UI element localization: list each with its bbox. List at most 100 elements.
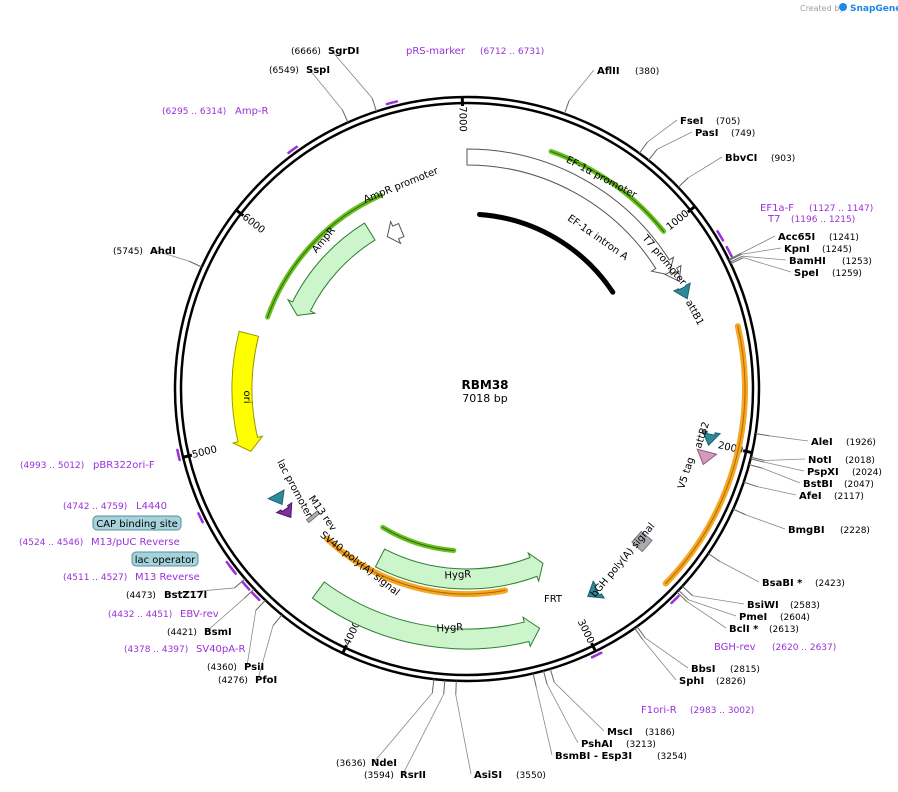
ef1a-promoter-arrow	[466, 148, 675, 276]
enzyme-name[interactable]: AleI	[811, 437, 833, 448]
enzyme-name[interactable]: BstBI	[803, 479, 833, 490]
lac-operator-box: lac operator	[131, 551, 199, 567]
primer-name[interactable]: EBV-rev	[180, 609, 219, 620]
enzyme-pos: (3594)	[364, 771, 394, 781]
primer-name[interactable]: EF1a-F	[760, 203, 794, 214]
enzyme-leader-line	[402, 693, 445, 775]
enzyme-site-tick	[443, 680, 446, 695]
ring-tick-label: 5000	[191, 444, 218, 461]
enzyme-pos: (4421)	[167, 628, 197, 638]
enzyme-name[interactable]: BbvCI	[725, 153, 757, 164]
enzyme-pos: (705)	[716, 117, 740, 127]
enzyme-name[interactable]: RsrII	[400, 770, 426, 781]
enzyme-pos: (1241)	[829, 233, 859, 243]
enzyme-name[interactable]: BmgBI	[788, 525, 825, 536]
enzyme-pos: (2047)	[844, 480, 874, 490]
primer-binding-mark	[287, 145, 299, 155]
primer-binding-mark	[725, 245, 733, 258]
primer-binding-mark	[176, 448, 181, 462]
enzyme-name[interactable]: PsiI	[244, 662, 264, 673]
primer-name[interactable]: F1ori-R	[641, 705, 677, 716]
highlight-band-edge	[665, 325, 746, 584]
enzyme-site-tick	[677, 177, 689, 188]
enzyme-site-tick	[676, 591, 688, 603]
enzyme-site-tick	[549, 668, 555, 683]
ampr-promoter-arrow	[386, 220, 405, 245]
enzyme-site-tick	[678, 589, 690, 601]
enzyme-leader-line	[373, 692, 433, 763]
enzyme-name[interactable]: PmeI	[739, 612, 767, 623]
primer-name[interactable]: M13 Reverse	[135, 572, 200, 583]
hygr-arrow	[311, 581, 541, 650]
enzyme-site-tick	[371, 97, 377, 112]
enzyme-name[interactable]: NotI	[808, 455, 832, 466]
primer-pos: (4511 .. 4527)	[63, 573, 127, 583]
enzyme-name[interactable]: FseI	[680, 116, 703, 127]
enzyme-name[interactable]: BclI *	[729, 624, 759, 635]
enzyme-name[interactable]: SpeI	[794, 268, 819, 279]
primer-name[interactable]: pRS-marker	[406, 46, 466, 57]
enzyme-name[interactable]: MscI	[607, 727, 633, 738]
primer-pos: (2620 .. 2637)	[772, 643, 836, 653]
primer-name[interactable]: L4440	[136, 501, 167, 512]
primer-name[interactable]: SV40pA-R	[196, 644, 245, 655]
enzyme-pos: (2826)	[716, 677, 746, 687]
enzyme-name[interactable]: BsiWI	[747, 600, 779, 611]
enzyme-name[interactable]: AhdI	[150, 246, 176, 257]
enzyme-name[interactable]: BsaBI *	[762, 578, 803, 589]
enzyme-pos: (3550)	[516, 771, 546, 781]
enzyme-leader-line	[246, 610, 257, 667]
enzyme-name[interactable]: PfoI	[255, 675, 277, 686]
enzyme-name[interactable]: BstZ17I	[164, 590, 207, 601]
enzyme-name[interactable]: PshAI	[581, 739, 613, 750]
enzyme-leader-line	[741, 247, 782, 255]
snapgene-logo-icon	[839, 3, 847, 11]
enzyme-name[interactable]: SspI	[306, 65, 330, 76]
enzyme-pos: (3213)	[626, 740, 656, 750]
primer-name[interactable]: BGH-rev	[714, 642, 756, 653]
enzyme-pos: (2117)	[834, 492, 864, 502]
enzyme-name[interactable]: NdeI	[371, 758, 397, 769]
enzyme-site-tick	[188, 260, 202, 268]
enzyme-site-tick	[563, 100, 570, 114]
enzyme-site-tick	[634, 627, 644, 640]
enzyme-name[interactable]: PasI	[695, 128, 718, 139]
highlight-band-edge	[550, 150, 665, 232]
enzyme-name[interactable]: Acc65I	[778, 232, 815, 243]
primer-name[interactable]: M13/pUC Reverse	[91, 537, 180, 548]
enzyme-leader-line	[742, 255, 787, 261]
enzyme-name[interactable]: BsmBI - Esp3I	[555, 751, 632, 762]
enzyme-name[interactable]: SphI	[679, 676, 704, 687]
primer-pos: (4742 .. 4759)	[63, 502, 127, 512]
enzyme-name[interactable]: AfeI	[799, 491, 822, 502]
enzyme-name[interactable]: AsiSI	[474, 770, 502, 781]
enzyme-pos: (6666)	[291, 47, 321, 57]
ring-tick	[234, 208, 245, 217]
primer-pos: (4993 .. 5012)	[20, 461, 84, 471]
feature-label-t7-promoter: T7 promoter	[639, 232, 689, 288]
primer-name[interactable]: pBR322ori-F	[93, 460, 155, 471]
backbone-outer-ring	[173, 95, 761, 683]
enzyme-name[interactable]: PspXI	[807, 467, 839, 478]
feature-label-attb1: attB1	[683, 298, 705, 327]
enzyme-site-tick	[748, 464, 763, 469]
enzyme-leader-line	[455, 694, 472, 775]
enzyme-name[interactable]: AflII	[597, 66, 620, 77]
sv40-terminator	[305, 510, 321, 524]
primer-binding-mark	[197, 512, 204, 524]
primer-binding-mark	[590, 651, 603, 659]
m13-rev-arrow	[275, 501, 293, 519]
enzyme-name[interactable]: SgrDI	[328, 46, 359, 57]
enzyme-name[interactable]: BsmI	[204, 627, 232, 638]
enzyme-name[interactable]: BamHI	[789, 256, 826, 267]
primer-name[interactable]: Amp-R	[235, 106, 269, 117]
enzyme-leader-line	[745, 514, 786, 530]
enzyme-name[interactable]: BbsI	[691, 664, 715, 675]
enzyme-site-tick	[341, 109, 349, 123]
enzyme-name[interactable]: KpnI	[784, 244, 810, 255]
enzyme-site-tick	[243, 588, 255, 599]
primer-name[interactable]: T7	[767, 214, 780, 225]
enzyme-leader-line	[308, 68, 343, 110]
enzyme-pos: (2583)	[790, 601, 820, 611]
lac-promoter-arrow	[267, 489, 285, 506]
